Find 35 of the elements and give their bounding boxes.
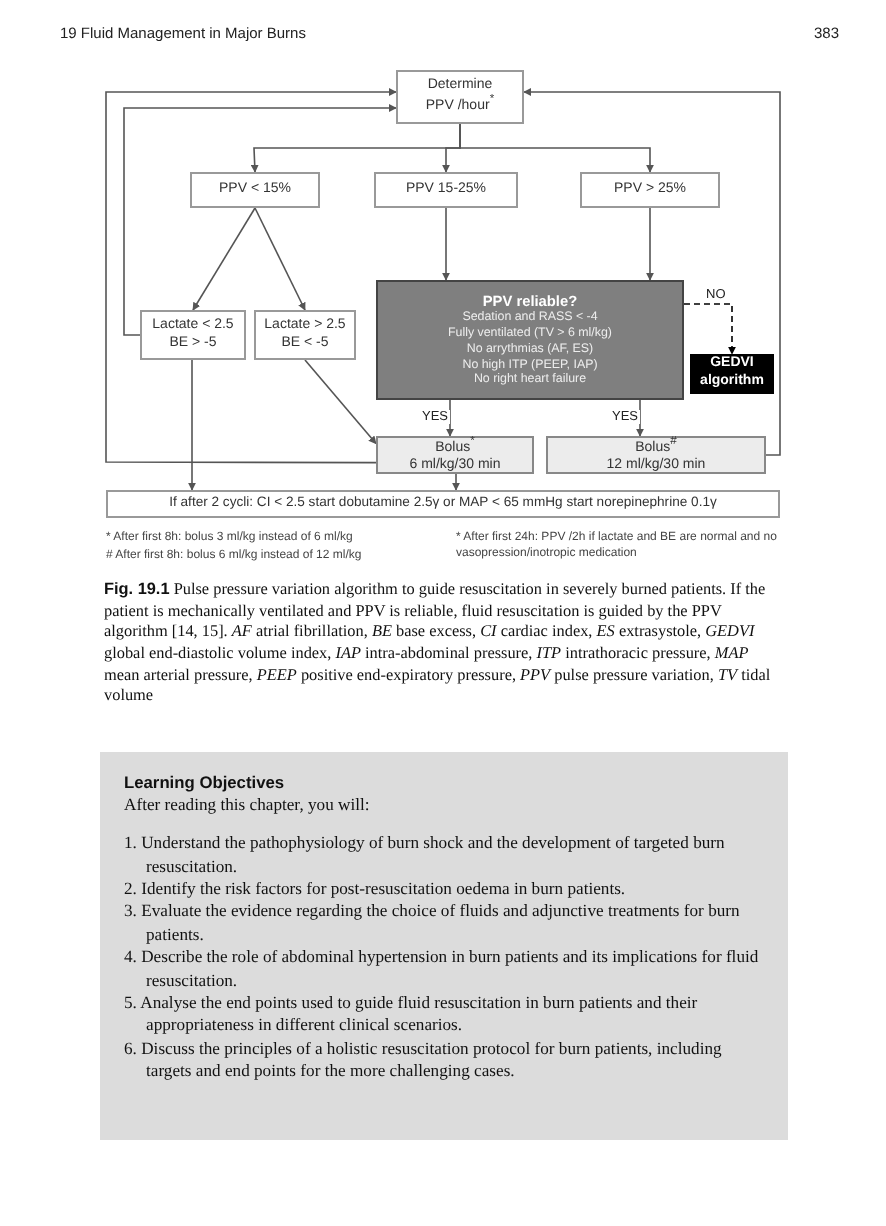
arrow xyxy=(636,399,644,437)
arrow xyxy=(452,473,460,491)
process-box xyxy=(690,354,774,394)
process-box xyxy=(374,172,518,208)
process-box xyxy=(140,310,246,360)
arrow xyxy=(254,207,306,311)
arrow xyxy=(123,104,397,336)
arrow xyxy=(105,88,397,464)
arrow xyxy=(683,303,736,355)
process-box xyxy=(376,436,534,474)
arrow xyxy=(192,207,256,311)
process-box xyxy=(106,490,780,518)
objective-item: 6. Discuss the principles of a holistic resuscitation protocol for burn patients, including targets and end points for the more challenging cases. xyxy=(124,1037,724,1083)
arrow xyxy=(446,399,454,437)
arrow xyxy=(442,207,450,281)
arrow xyxy=(523,88,781,456)
process-box xyxy=(546,436,766,474)
arrow xyxy=(646,207,654,281)
process-box xyxy=(580,172,720,208)
process-box xyxy=(254,310,356,360)
objectives-panel xyxy=(100,752,788,1140)
arrow xyxy=(188,359,196,491)
intro-text: After reading this chapter, you will: xyxy=(124,794,370,817)
objective-item: 2. Identify the risk factors for post-resuscitation oedema in burn patients. xyxy=(124,878,626,901)
panel-heading: Learning Objectives xyxy=(124,772,285,795)
process-box xyxy=(396,70,524,124)
figure-caption: Fig. 19.1 Pulse pressure variation algorithm to guide resuscitation in severely burned patients. If the patient is mechanically ventilated and PPV is reliable, fluid resuscitation is guided by the PPV algorithm [14, 15]. AF atrial fibrillation, BE base excess, CI cardiac index, ES extrasystole, GEDVI global end-diastolic volume index, IAP intra-abdominal pressure, ITP intrathoracic pressure, MAP mean arterial pressure, PEEP positive end-expiratory pressure, PPV pulse pressure variation, TV tidal volume xyxy=(104,580,773,708)
arrow xyxy=(459,123,654,173)
decision-box xyxy=(376,280,684,400)
arrow xyxy=(304,359,377,445)
objective-item: 3. Evaluate the evidence regarding the choice of fluids and adjunctive treatments for burn patients. xyxy=(124,900,742,947)
objective-item: 1. Understand the pathophysiology of burn shock and the development of targeted burn resuscitation. xyxy=(124,832,727,879)
process-box xyxy=(190,172,320,208)
objective-item: 4. Describe the role of abdominal hypertension in burn patients and its implications for fluid resuscitation. xyxy=(124,946,761,992)
objective-item: 5. Analyse the end points used to guide fluid resuscitation in burn patients and their appropriateness in different clinical scenarios. xyxy=(124,991,700,1038)
